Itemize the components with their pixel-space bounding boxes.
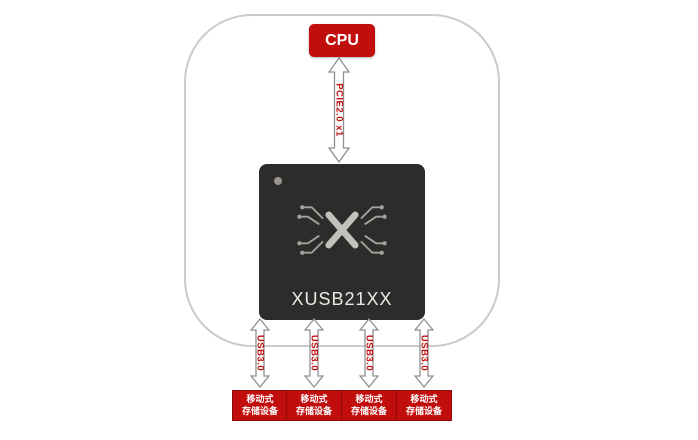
device-label-line2: 存储设备 (241, 405, 278, 416)
usb-port-column-4: USB3.0 移动式 存储设备 (394, 318, 454, 440)
double-arrow-icon (359, 318, 379, 388)
device-label-line1: 移动式 (246, 393, 274, 404)
storage-device-block: 移动式 存储设备 (341, 390, 397, 421)
device-label-line1: 移动式 (300, 393, 328, 404)
usb-link-label: USB3.0 (363, 334, 375, 372)
device-label-line2: 存储设备 (295, 405, 332, 416)
device-label-line2: 存储设备 (405, 405, 442, 416)
double-arrow-icon (250, 318, 270, 388)
double-arrow-icon (327, 57, 351, 163)
pcie-link-label: PCIE2.0 x1 (333, 83, 345, 137)
usb-link-label: USB3.0 (308, 334, 320, 372)
usb-port-column-2: USB3.0 移动式 存储设备 (284, 318, 344, 440)
device-label-line2: 存储设备 (350, 405, 387, 416)
usb-link-arrow: USB3.0 (359, 318, 379, 388)
usb-link-arrow: USB3.0 (304, 318, 324, 388)
usb-port-column-3: USB3.0 移动式 存储设备 (339, 318, 399, 440)
pcie-link-arrow: PCIE2.0 x1 (327, 57, 351, 163)
storage-device-block: 移动式 存储设备 (232, 390, 288, 421)
device-label-line1: 移动式 (410, 393, 438, 404)
chip-logo-icon (297, 204, 387, 255)
pin1-dot (274, 177, 282, 185)
usb-link-arrow: USB3.0 (414, 318, 434, 388)
cpu-block: CPU (309, 24, 375, 57)
storage-device-block: 移动式 存储设备 (286, 390, 342, 421)
double-arrow-icon (304, 318, 324, 388)
usb-link-label: USB3.0 (254, 334, 266, 372)
usb-link-arrow: USB3.0 (250, 318, 270, 388)
storage-device-block: 移动式 存储设备 (396, 390, 452, 421)
usb-link-label: USB3.0 (418, 334, 430, 372)
usb-port-column-1: USB3.0 移动式 存储设备 (230, 318, 290, 440)
device-label-line1: 移动式 (355, 393, 383, 404)
chip-part-number: XUSB21XX (291, 289, 393, 309)
double-arrow-icon (414, 318, 434, 388)
cpu-label: CPU (325, 31, 359, 49)
chip-block: XUSB21XX (259, 164, 425, 320)
